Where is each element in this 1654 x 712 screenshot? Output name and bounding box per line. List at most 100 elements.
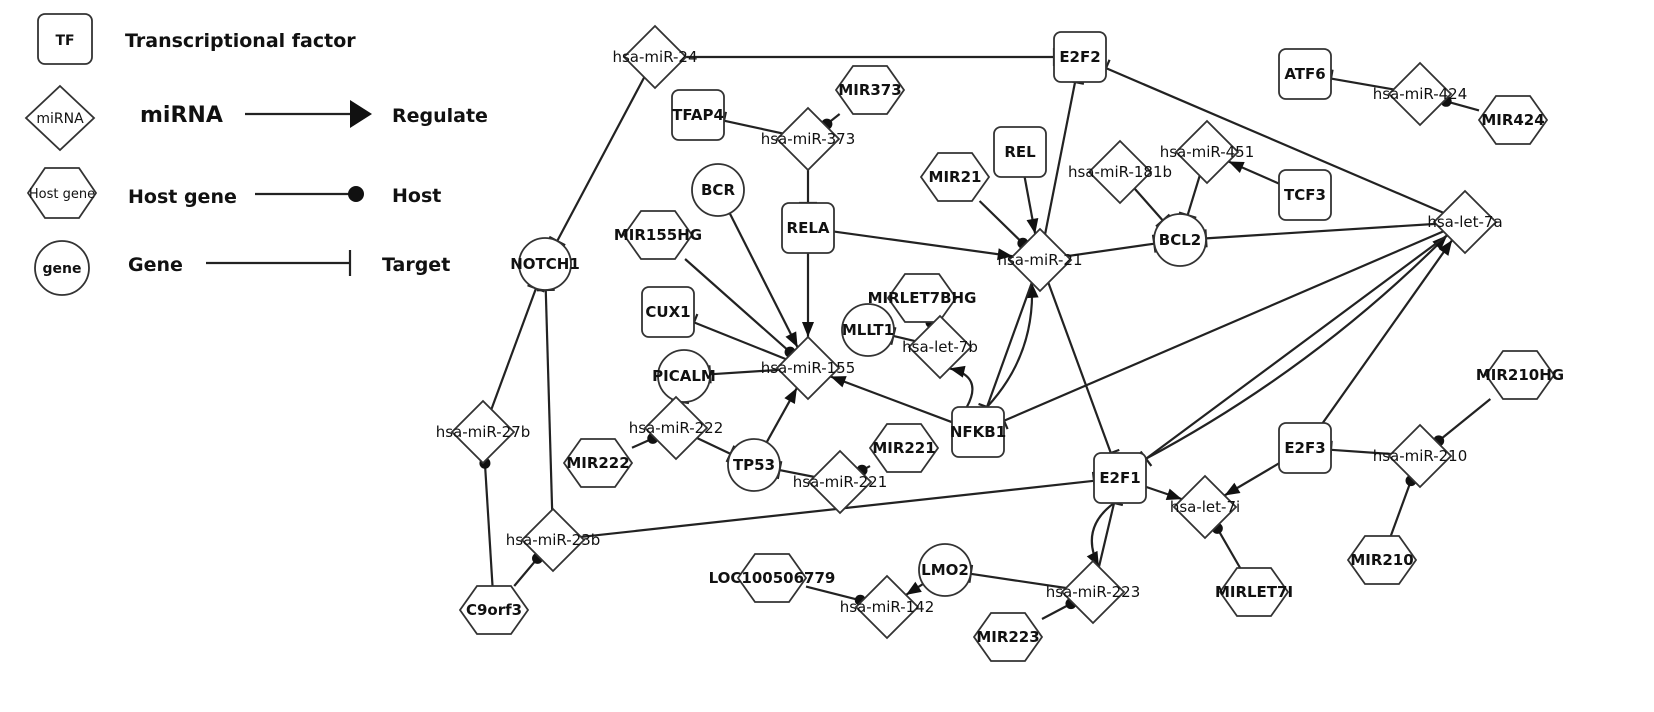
edge-line	[985, 282, 1033, 408]
node-mirna-let7i[interactable]: hsa-let-7i	[1170, 474, 1240, 540]
node-tf-tfap4[interactable]: TFAP4	[671, 89, 725, 141]
node-tf-tcf3[interactable]: TCF3	[1278, 169, 1332, 221]
node-label: TCF3	[1284, 186, 1326, 204]
node-label: ATF6	[1284, 65, 1325, 83]
node-gene-notch1[interactable]: NOTCH1	[510, 237, 580, 291]
node-host-c9orf3[interactable]: C9orf3	[458, 585, 530, 635]
node-tf-nfkb1[interactable]: NFKB1	[950, 406, 1006, 458]
node-gene-bcl2[interactable]: BCL2	[1153, 213, 1207, 267]
node-tf-atf6[interactable]: ATF6	[1278, 48, 1332, 100]
node-host-loc100506779[interactable]: LOC100506779	[709, 553, 836, 603]
node-label: BCL2	[1159, 231, 1201, 249]
node-host-mir155hg[interactable]: MIR155HG	[614, 210, 702, 260]
node-host-mir222[interactable]: MIR222	[562, 438, 634, 488]
legend-tf-shape	[37, 13, 93, 65]
edge-host	[1389, 475, 1417, 537]
node-mirna-mir155[interactable]: hsa-miR-155	[761, 335, 856, 401]
node-label: MIR210HG	[1476, 366, 1564, 384]
node-label: hsa-miR-155	[761, 359, 856, 377]
edge-regulate	[830, 375, 953, 424]
node-mirna-mir210[interactable]: hsa-miR-210	[1373, 423, 1468, 489]
edge-line	[805, 585, 863, 602]
node-shape	[834, 65, 906, 115]
node-tf-e2f1[interactable]: E2F1	[1093, 452, 1147, 504]
edge-regulate	[728, 212, 799, 348]
edge-line	[544, 289, 554, 510]
node-shape	[622, 24, 688, 90]
edge-line	[709, 368, 779, 376]
node-shape	[918, 543, 972, 597]
node-shape	[993, 126, 1047, 178]
arrow-head-icon	[802, 322, 814, 337]
node-shape	[641, 286, 695, 338]
node-mirna-mir142[interactable]: hsa-miR-142	[840, 574, 935, 640]
edge-target	[686, 48, 1056, 66]
node-mirna-let7a[interactable]: hsa-let-7a	[1427, 189, 1503, 255]
edge-line	[1044, 81, 1077, 235]
edge-target	[1047, 282, 1120, 458]
node-mirna-mir223[interactable]: hsa-miR-223	[1046, 559, 1141, 625]
edge-regulate	[802, 253, 814, 337]
node-gene-mllt1[interactable]: MLLT1	[841, 303, 895, 357]
legend-regulate-arrow-icon	[350, 100, 372, 128]
edge-line	[556, 76, 646, 242]
node-mirna-mir181b[interactable]: hsa-miR-181b	[1068, 139, 1172, 205]
edge-line	[1066, 242, 1155, 258]
node-host-mirlet7bhg[interactable]: MIRLET7BHG	[868, 273, 977, 323]
node-host-mir223[interactable]: MIR223	[972, 612, 1044, 662]
node-host-mir21[interactable]: MIR21	[919, 152, 991, 202]
node-shape	[1093, 452, 1147, 504]
node-host-mir221[interactable]: MIR221	[868, 423, 940, 473]
edge-line	[1145, 234, 1448, 460]
node-label: MIR223	[976, 628, 1039, 646]
node-tf-e2f3[interactable]: E2F3	[1278, 422, 1332, 474]
legend-host-label: Host gene	[128, 186, 237, 208]
edge-line	[986, 282, 1034, 408]
node-mirna-mir222[interactable]: hsa-miR-222	[629, 395, 724, 461]
edge-host	[1433, 398, 1492, 447]
node-tf-e2f2[interactable]: E2F2	[1053, 31, 1107, 83]
node-mirna-mir373[interactable]: hsa-miR-373	[761, 106, 856, 172]
node-shape	[1007, 227, 1073, 293]
node-mirna-let7b[interactable]: hsa-let-7b	[902, 314, 978, 380]
node-label: hsa-miR-181b	[1068, 163, 1172, 181]
node-mirna-mir221[interactable]: hsa-miR-221	[793, 449, 888, 515]
node-mirna-mir24[interactable]: hsa-miR-24	[612, 24, 698, 90]
node-tf-rel[interactable]: REL	[993, 126, 1047, 178]
node-mirna-mir424[interactable]: hsa-miR-424	[1373, 61, 1468, 127]
arrow-head-icon	[785, 331, 798, 348]
edges-layer	[479, 48, 1492, 620]
edge-regulate	[1321, 239, 1454, 424]
node-gene-bcr[interactable]: BCR	[691, 163, 745, 217]
node-gene-lmo2[interactable]: LMO2	[918, 543, 972, 597]
edge-regulate	[986, 282, 1039, 408]
node-shape	[841, 303, 895, 357]
node-gene-tp53[interactable]: TP53	[727, 438, 781, 492]
edge-line	[978, 200, 1026, 246]
node-shape	[691, 163, 745, 217]
node-host-mir424[interactable]: MIR424	[1477, 95, 1549, 145]
node-mirna-mir23b[interactable]: hsa-miR-23b	[506, 507, 601, 573]
edge-line	[1105, 67, 1444, 214]
node-host-mir210hg[interactable]: MIR210HG	[1476, 350, 1564, 400]
node-tf-rela[interactable]: RELA	[781, 202, 835, 254]
edge-line	[1186, 175, 1201, 216]
edge-line	[1389, 478, 1413, 537]
edge-line	[1047, 282, 1112, 454]
node-label: hsa-let-7b	[902, 338, 978, 356]
node-host-mir210[interactable]: MIR210	[1346, 535, 1418, 585]
node-tf-cux1[interactable]: CUX1	[641, 286, 695, 338]
node-host-mirlet7i[interactable]: MIRLET7I	[1215, 567, 1293, 617]
node-host-mir373[interactable]: MIR373	[834, 65, 906, 115]
node-gene-picalm[interactable]: PICALM	[652, 349, 716, 403]
arrow-head-icon	[1165, 488, 1182, 500]
node-label: MIR210	[1350, 551, 1413, 569]
node-shape	[886, 273, 958, 323]
node-mirna-mir27b[interactable]: hsa-miR-27b	[436, 399, 531, 465]
node-label: hsa-let-7a	[1427, 213, 1502, 231]
node-label: LOC100506779	[709, 569, 836, 587]
edge-line	[693, 321, 787, 361]
node-label: hsa-miR-24	[612, 48, 697, 66]
node-mirna-mir21[interactable]: hsa-miR-21	[997, 227, 1083, 293]
node-mirna-mir451[interactable]: hsa-miR-451	[1160, 119, 1255, 185]
